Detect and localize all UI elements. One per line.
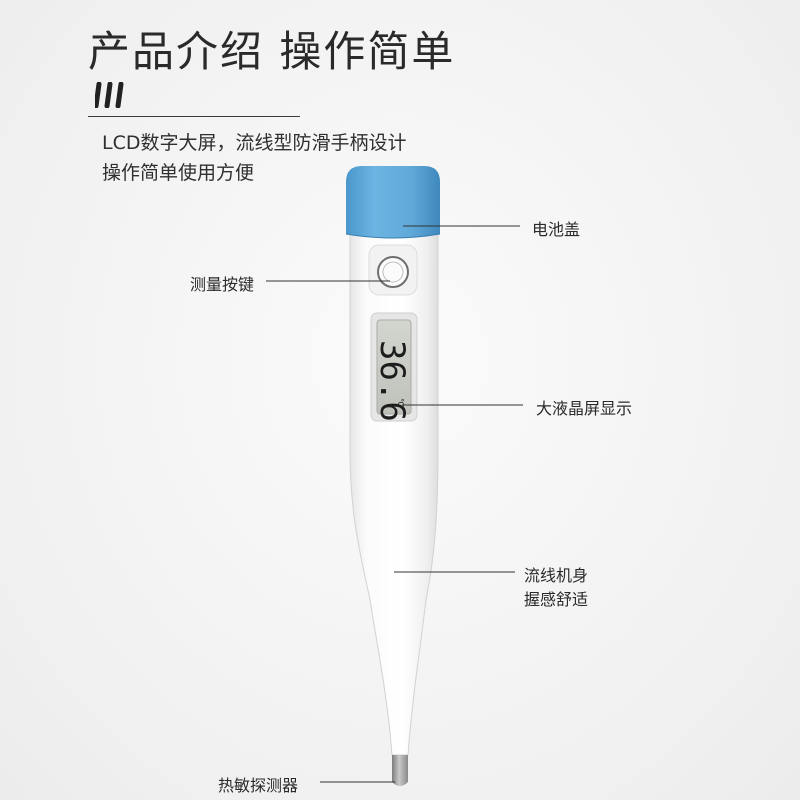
measure-button-shape — [377, 256, 409, 288]
callout-battery-cover: 电池盖 — [532, 220, 581, 239]
callout-probe: 热敏探测器 — [218, 776, 299, 795]
callout-measure-button: 测量按键 — [190, 275, 255, 294]
description-line-2: 操作简单使用方便 — [102, 162, 255, 184]
lcd-reading: 36.6 — [372, 340, 412, 422]
lcd-unit: ℃ — [396, 398, 405, 407]
description-line-1: LCD数字大屏，流线型防滑手柄设计 — [102, 132, 407, 154]
page-title: 产品介绍 操作简单 — [88, 27, 456, 76]
title-divider — [88, 116, 300, 117]
battery-cap — [346, 166, 440, 238]
callout-large-lcd: 大液晶屏显示 — [536, 399, 633, 418]
callout-body-line-1: 流线机身 — [524, 566, 589, 585]
callout-body-line-2: 握感舒适 — [524, 590, 589, 609]
decorative-slashes-icon — [95, 82, 124, 108]
probe-tip — [392, 755, 408, 786]
lcd-screen — [376, 319, 412, 415]
